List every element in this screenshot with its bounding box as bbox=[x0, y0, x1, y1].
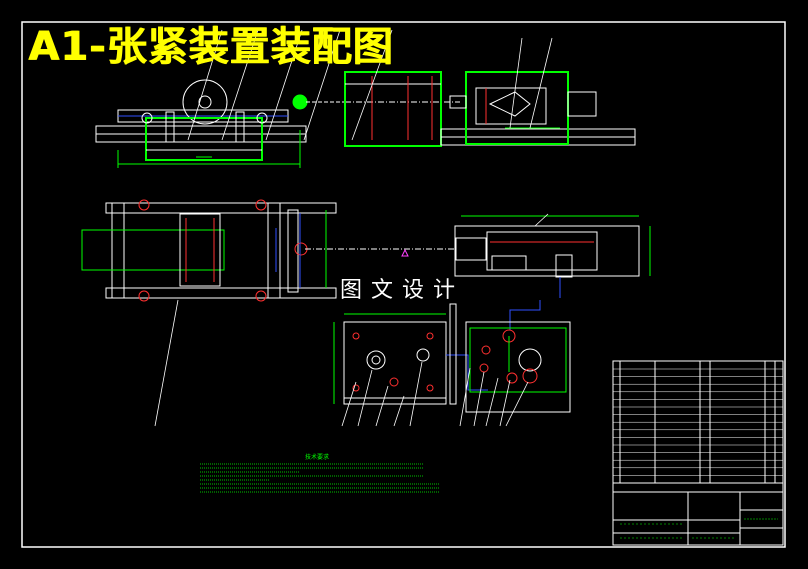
watermark-text: 图文设计 bbox=[340, 278, 465, 303]
outer-frame bbox=[21, 21, 786, 548]
parts-list-rows bbox=[613, 368, 783, 476]
drawing-title: A1-张紧装置装配图 bbox=[28, 24, 394, 70]
side-elevation-view bbox=[95, 71, 636, 168]
leader-lines-top bbox=[187, 29, 553, 141]
plan-view bbox=[81, 199, 651, 427]
technical-requirements-title: 技术要求 bbox=[305, 454, 330, 461]
section-views bbox=[333, 300, 571, 413]
leader-lines-bottom bbox=[341, 361, 529, 427]
technical-requirements-block bbox=[200, 463, 440, 493]
title-block-ticks bbox=[620, 518, 778, 539]
title-block bbox=[612, 482, 784, 546]
